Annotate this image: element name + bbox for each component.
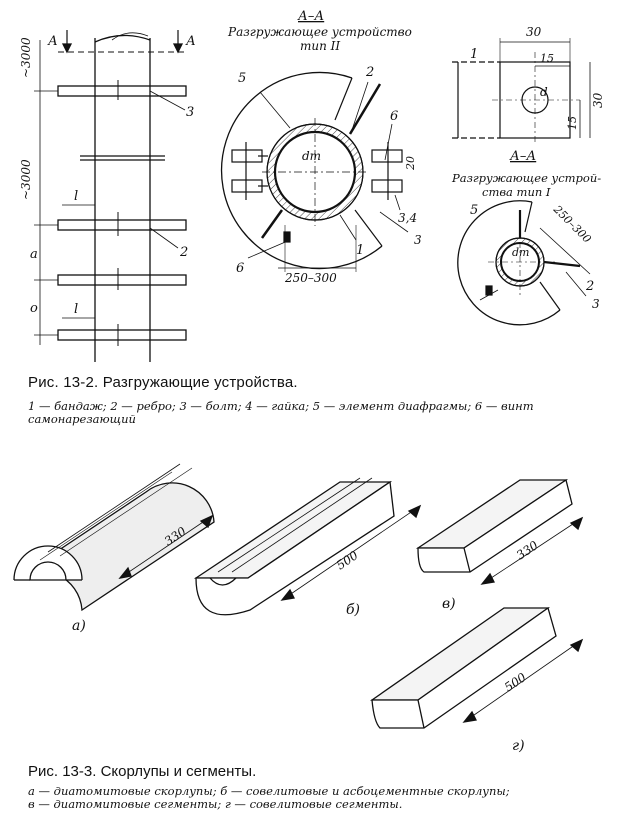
dim-15-side: 15 [566, 116, 579, 130]
label-c: в) [442, 596, 456, 612]
band-detail [452, 38, 591, 145]
dim-15-top: 15 [540, 52, 554, 65]
legend-line: самонарезающий [28, 412, 136, 426]
dim-30-side: 30 [591, 92, 605, 108]
dim-l-1: l [74, 189, 78, 204]
pos-1-detail: 1 [470, 47, 478, 62]
pos-3-type2: 3 [414, 233, 422, 247]
segment-d [369, 606, 584, 729]
dim-20: 20 [404, 156, 417, 171]
pos-2-type2: 2 [365, 65, 374, 80]
shell-a [13, 463, 215, 612]
label-a: а) [72, 618, 86, 634]
label-d: г) [512, 738, 525, 754]
cut-mark-a-right: А [185, 34, 196, 49]
figure-13-2-caption: Рис. 13-2. Разгружающие устройства. [28, 374, 298, 391]
pos-6-type2: 6 [236, 261, 244, 276]
legend-line: в — диатомитовые сегменты; г — совелитов… [28, 797, 403, 811]
figure-13-3-caption: Рис. 13-3. Скорлупы и сегменты. [28, 763, 257, 780]
pos-5-type2: 5 [238, 71, 246, 86]
dim-dt-type1: dт [512, 246, 529, 259]
legend-line: а — диатомитовые скорлупы; б — совелитов… [28, 784, 510, 798]
pos-5-type1: 5 [470, 203, 478, 218]
shell-b [193, 477, 422, 616]
title-type1-line1: Разгружающее устрой- [451, 171, 601, 185]
title-type1-line2: ства тип I [482, 185, 551, 199]
label-b: б) [346, 602, 360, 618]
pos-2-type1: 2 [585, 279, 594, 294]
device-type1-section [457, 200, 591, 326]
dim-dt-type2: dт [302, 149, 321, 163]
pos-3-type1: 3 [592, 297, 600, 311]
dim-o: o [30, 301, 38, 316]
figure-13-2-legend: 1 — бандаж; 2 — ребро; 3 — болт; 4 — гай… [28, 400, 618, 426]
cut-mark-a-left: А [47, 34, 58, 49]
pos-2-left: 2 [179, 245, 188, 260]
figure-13-2: А А ~3000 ~3000 l l a o 3 2 А–А Разгружа… [19, 9, 605, 362]
dim-3000-top: ~3000 [19, 37, 33, 78]
dim-250-300-type1: 250–300 [550, 202, 593, 245]
figure-13-3-legend: а — диатомитовые скорлупы; б — совелитов… [28, 785, 618, 811]
dim-segment-c: 330 [514, 538, 541, 563]
pos-1-type2: 1 [356, 243, 364, 258]
pipe-elevation [34, 30, 187, 362]
dim-a: a [30, 247, 38, 262]
device-type2-section [220, 71, 409, 272]
dim-250-300-type2: 250–300 [284, 271, 337, 285]
legend-line: 1 — бандаж; 2 — ребро; 3 — болт; 4 — гай… [28, 399, 534, 413]
figure-13-3: 330 а) 500 б) 330 в) 500 г) [13, 463, 584, 754]
segment-c [415, 478, 584, 585]
title-type2-line1: Разгружающее устройство [227, 25, 412, 39]
title-type2-line2: тип II [300, 39, 340, 53]
dim-30-top: 30 [526, 25, 542, 39]
section-label-aa-2: А–А [509, 149, 536, 164]
pos-34-type2: 3,4 [398, 211, 417, 225]
section-label-aa: А–А [297, 9, 324, 24]
pos-3-left: 3 [186, 105, 194, 120]
dim-segment-d: 500 [502, 670, 529, 695]
dim-3000-mid: ~3000 [19, 159, 33, 200]
dim-l-2: l [74, 302, 78, 317]
dim-d: d [540, 85, 548, 99]
pos-6-type2-top: 6 [390, 109, 398, 124]
